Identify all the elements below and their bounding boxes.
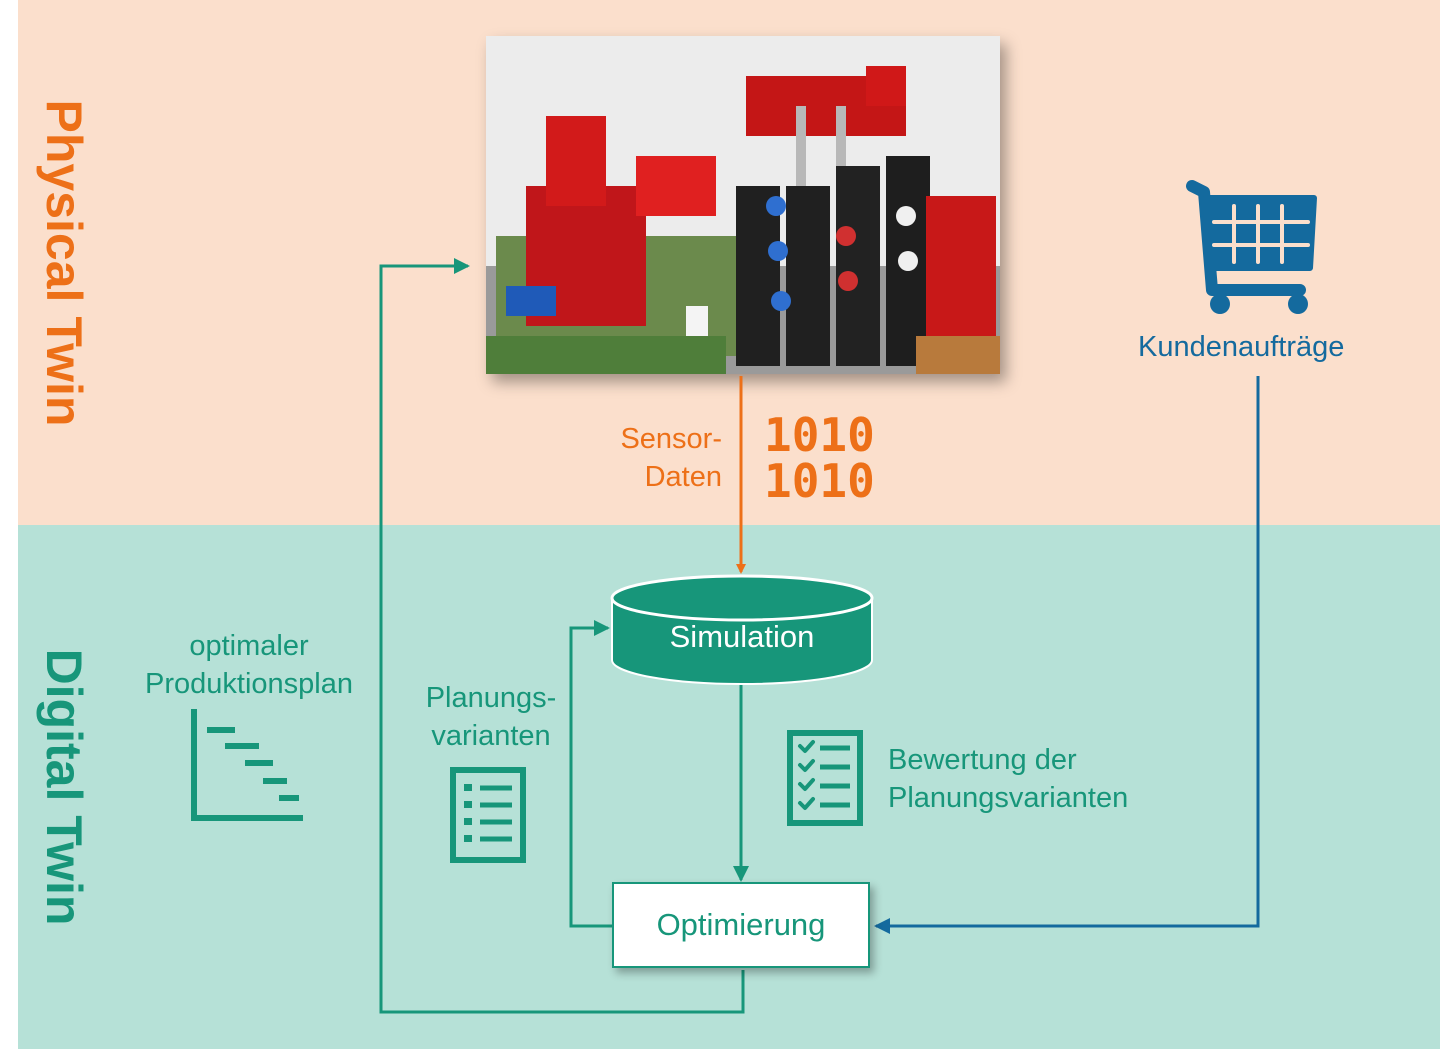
planungsvarianten-label: Planungs- varianten	[418, 679, 564, 755]
binary-data-graphic: 1010 1010	[764, 412, 875, 504]
customer-orders-arrow	[874, 376, 1260, 934]
optimal-plan-label: optimaler Produktionsplan	[128, 627, 370, 703]
bewertung-label: Bewertung der Planungsvarianten	[888, 741, 1128, 817]
gantt-chart-icon	[191, 709, 303, 821]
planungs-label-line1: Planungs-	[425, 682, 557, 714]
database-icon	[610, 574, 874, 685]
binary-line1: 1010	[764, 408, 875, 462]
optimal-label-line1: optimaler	[189, 630, 309, 662]
checklist-icon	[787, 730, 863, 826]
simulation-label: Simulation	[669, 619, 815, 654]
bewertung-label-line1: Bewertung der	[888, 744, 1077, 776]
sensor-label-line2: Daten	[644, 461, 722, 493]
sensor-daten-label: Sensor- Daten	[606, 420, 722, 496]
sensor-label-line1: Sensor-	[620, 423, 722, 455]
binary-line2: 1010	[764, 454, 875, 508]
optimierung-label: Optimierung	[656, 907, 826, 942]
factory-model-photo	[486, 36, 1000, 374]
production-plan-loop-arrow	[379, 258, 745, 1014]
optimierung-box: Optimierung	[612, 882, 870, 968]
optimal-label-line2: Produktionsplan	[145, 668, 353, 700]
shopping-cart-icon	[1186, 180, 1317, 314]
bewertung-label-line2: Planungsvarianten	[888, 782, 1129, 814]
planungsvarianten-loop-arrow	[569, 620, 612, 928]
planungs-label-line2: varianten	[431, 720, 551, 752]
kundenauftraege-label: Kundenaufträge	[1138, 331, 1345, 363]
list-icon	[450, 767, 526, 863]
